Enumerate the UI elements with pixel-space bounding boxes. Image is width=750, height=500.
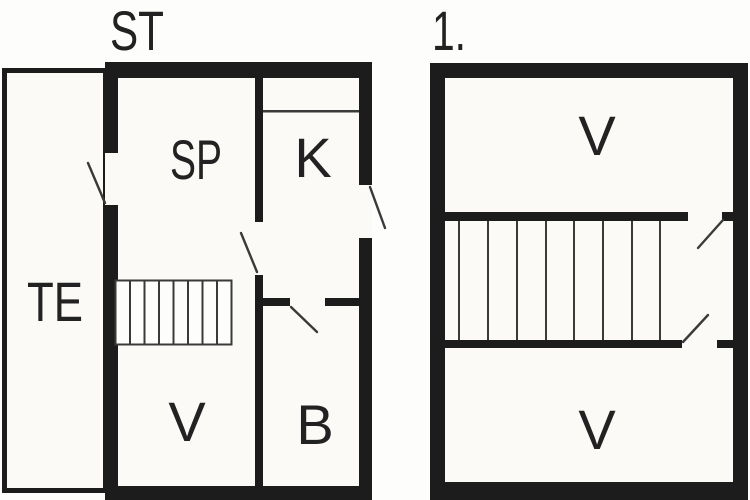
door-swing-landing-lower (681, 313, 710, 344)
room-label-v-bottom: V (578, 398, 616, 461)
plan-ground-floor: ST TE SP K V B (2, 0, 387, 500)
door-swing-te (86, 161, 107, 205)
wall-b-top-left (263, 298, 290, 306)
plan-title-ground: ST (110, 0, 164, 62)
wall-first-bottom (430, 482, 748, 500)
door-swing-kitchen-exterior (368, 185, 387, 230)
wall-stair-lower-right (717, 340, 733, 348)
plan-first-floor: 1. V V (430, 0, 748, 500)
wall-stair-upper-left (445, 212, 688, 221)
room-label-sp: SP (170, 128, 222, 191)
wall-ground-top (105, 62, 372, 78)
wall-stair-lower-left (445, 340, 682, 348)
wall-ground-right-lower (359, 238, 372, 500)
room-label-b: B (296, 393, 333, 456)
wall-first-right (733, 63, 748, 500)
plan-title-first: 1. (432, 0, 466, 62)
staircase-ground (114, 279, 233, 346)
wall-first-top (430, 63, 748, 78)
first-floor-area (430, 63, 748, 500)
room-label-te: TE (27, 270, 83, 333)
door-swing-landing-upper (696, 218, 725, 250)
wall-first-left (430, 63, 445, 500)
wall-ground-left-upper (105, 62, 118, 153)
room-label-k: K (294, 126, 331, 189)
kitchen-counter-line (263, 110, 359, 113)
wall-ground-left-lower (105, 205, 118, 500)
room-label-v-top: V (578, 104, 616, 167)
room-te-outline (2, 68, 108, 493)
door-swing-hall (239, 231, 259, 274)
door-swing-bathroom (289, 305, 319, 334)
wall-partition-sp-k-upper (255, 78, 263, 222)
wall-partition-v-b-lower (255, 275, 263, 486)
room-label-v-ground: V (168, 390, 206, 453)
staircase-first (458, 221, 661, 340)
wall-b-top-right (325, 298, 361, 306)
wall-ground-bottom (105, 486, 372, 500)
wall-stair-upper-right (722, 212, 733, 221)
wall-ground-right-upper (359, 62, 372, 185)
